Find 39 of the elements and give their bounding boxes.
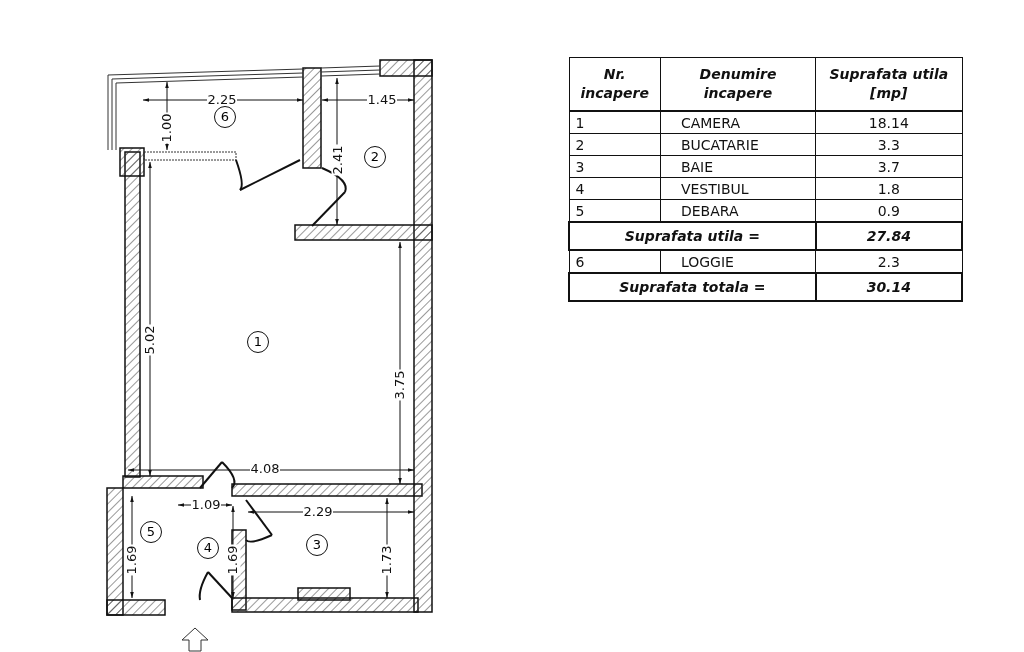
room-name: BAIE [660,155,816,178]
room-name: BUCATARIE [660,133,816,156]
dimension-label: 2.41 [331,144,345,176]
dimension-label: 1.69 [226,544,240,576]
column-header: Suprafata utila [mp] [815,57,962,111]
area-value: 3.3 [815,133,962,156]
area-value: 1.8 [815,177,962,200]
area-value: 18.14 [815,111,962,134]
room-name: VESTIBUL [660,177,816,200]
callout-number: 4 [197,537,219,559]
total-label: Suprafata utila = [569,222,816,250]
room-number: 5 [569,199,661,222]
dimension-label: 1.09 [190,498,222,512]
total-value: 27.84 [815,222,962,250]
callout-number: 6 [214,106,236,128]
callout-number: 5 [140,521,162,543]
dimension-label: 4.08 [249,462,281,476]
column-header: Nr. incapere [569,57,661,111]
column-header: Denumire incapere [660,57,816,111]
total-value: 30.14 [815,273,962,301]
room-number: 6 [569,250,661,273]
dimension-label: 3.75 [393,369,407,401]
room-number: 1 [569,111,661,134]
dimension-label: 1.00 [160,112,174,144]
room-number: 2 [569,133,661,156]
callout-number: 3 [306,534,328,556]
area-value: 3.7 [815,155,962,178]
callout-number: 2 [364,146,386,168]
callout-number: 1 [247,331,269,353]
room-name: CAMERA [660,111,816,134]
room-number: 4 [569,177,661,200]
dimension-label: 1.73 [380,544,394,576]
dimension-label: 2.29 [302,505,334,519]
dimension-label: 2.25 [206,93,238,107]
total-label: Suprafata totala = [569,273,816,301]
dimension-label: 1.45 [366,93,398,107]
room-number: 3 [569,155,661,178]
dimension-label: 5.02 [143,324,157,356]
dimension-label: 1.69 [125,544,139,576]
